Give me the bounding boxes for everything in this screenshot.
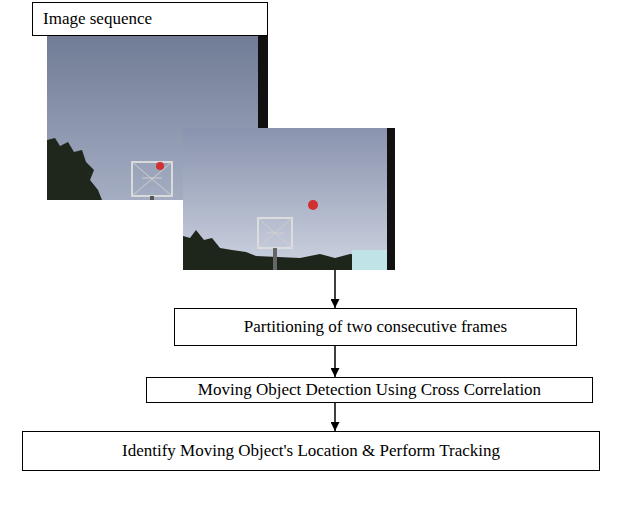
backboard <box>132 162 172 196</box>
process-box: Identify Moving Object's Location & Perf… <box>22 431 600 471</box>
flow-arrow <box>334 403 336 431</box>
trees <box>183 230 387 270</box>
process-label: Partitioning of two consecutive frames <box>244 317 507 337</box>
frame-border <box>387 128 395 270</box>
backboard <box>258 218 292 248</box>
pole <box>273 248 277 270</box>
process-box: Moving Object Detection Using Cross Corr… <box>146 377 593 403</box>
sequence-label: Image sequence <box>32 2 268 36</box>
process-label: Moving Object Detection Using Cross Corr… <box>198 380 541 400</box>
process-box: Partitioning of two consecutive frames <box>174 308 577 346</box>
process-label: Identify Moving Object's Location & Perf… <box>122 441 500 461</box>
tree <box>47 138 102 200</box>
pole <box>150 196 154 200</box>
flow-arrow <box>334 270 336 308</box>
backboard-frame <box>132 162 172 196</box>
sky <box>183 128 387 270</box>
image-sequence-group: Image sequence <box>32 2 395 270</box>
ball <box>308 200 318 210</box>
flow-arrow <box>334 346 336 377</box>
video-frame <box>183 128 395 270</box>
building <box>352 250 387 270</box>
ball <box>156 162 164 170</box>
backboard-frame <box>258 218 292 248</box>
